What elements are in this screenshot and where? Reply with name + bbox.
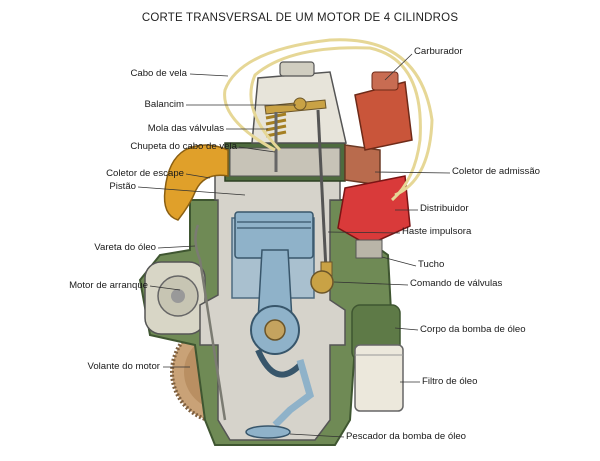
label-motor-de-arranque: Motor de arranque — [69, 280, 148, 291]
push-rod — [316, 109, 328, 271]
label-pistao: Pistão — [109, 181, 136, 192]
label-distribuidor: Distribuidor — [420, 203, 469, 214]
label-comando-de-valvulas: Comando de válvulas — [410, 278, 503, 289]
label-balancim: Balancim — [144, 99, 184, 110]
label-coletor-de-admissao: Coletor de admissão — [452, 166, 540, 177]
distributor — [337, 175, 411, 259]
piston-assembly — [234, 211, 314, 378]
label-tucho: Tucho — [418, 259, 445, 270]
exhaust-manifold — [163, 144, 229, 221]
label-filtro-de-oleo: Filtro de óleo — [422, 376, 478, 387]
label-vareta-do-oleo: Vareta do óleo — [94, 242, 156, 253]
label-carburador: Carburador — [414, 46, 463, 57]
label-chupeta-do-cabo-de-vela: Chupeta do cabo de vela — [130, 141, 237, 152]
label-haste-impulsora: Haste impulsora — [402, 226, 472, 237]
tappet-and-cam — [310, 261, 334, 294]
label-pescador-da-bomba-de-oleo: Pescador da bomba de óleo — [346, 431, 467, 442]
carburetor — [354, 71, 413, 151]
intake-manifold — [344, 144, 381, 186]
oil-pickup — [245, 359, 315, 439]
label-corpo-da-bomba-de-oleo: Corpo da bomba de óleo — [420, 324, 526, 335]
dipstick — [194, 224, 227, 421]
label-mola-das-valvulas: Mola das válvulas — [147, 123, 224, 134]
spark-plug-cables — [223, 38, 434, 202]
oil-filter — [354, 344, 404, 412]
leader-lines — [137, 53, 451, 438]
diagram-title: CORTE TRANSVERSAL DE UM MOTOR DE 4 CILIN… — [141, 12, 459, 24]
rocker-and-spring — [264, 97, 327, 172]
label-cabo-de-vela: Cabo de vela — [130, 68, 187, 79]
starter-motor — [144, 261, 206, 335]
cylinder-head — [224, 142, 346, 182]
label-volante-do-motor: Volante do motor — [87, 361, 160, 372]
label-coletor-de-escape: Coletor de escape — [106, 168, 184, 179]
